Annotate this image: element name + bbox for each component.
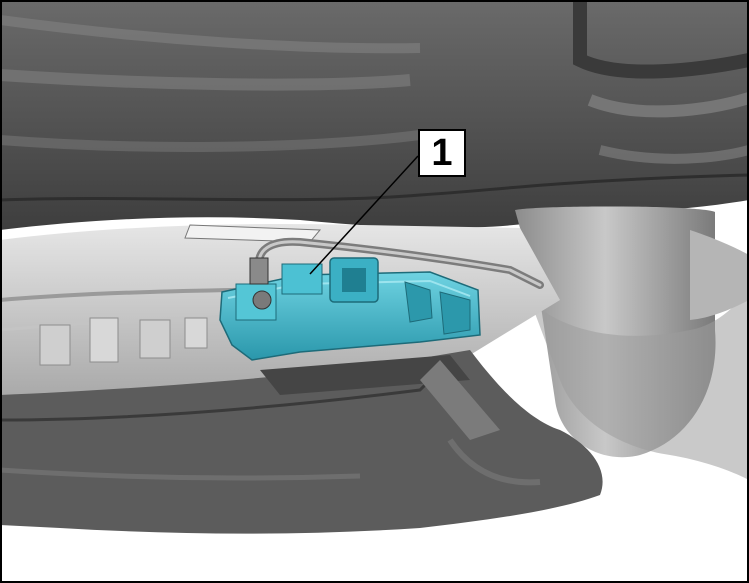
vertical-tube <box>515 206 749 480</box>
callout-label-1: 1 <box>418 129 466 177</box>
cable <box>255 237 544 289</box>
callout-leader-line <box>309 155 419 275</box>
highlighted-connector-module <box>219 257 481 361</box>
upper-housing <box>0 0 749 230</box>
lower-housing <box>0 350 603 534</box>
